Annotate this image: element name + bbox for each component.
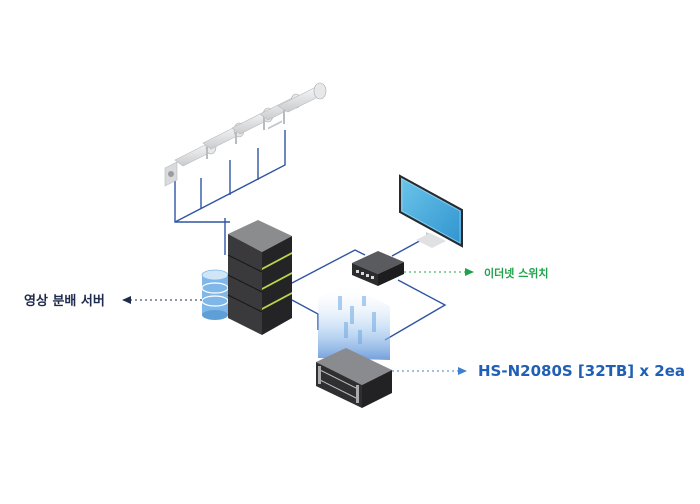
server-rack-icon <box>227 120 292 335</box>
arrow-icon <box>404 268 474 276</box>
network-switch-icon <box>352 251 404 286</box>
nas-storage-icon <box>316 348 392 408</box>
arrow-icon <box>392 367 467 375</box>
storage-glow <box>318 284 390 360</box>
ethernet-switch-label: 이더넷 스위치 <box>484 267 549 280</box>
arrow-icon <box>122 296 202 304</box>
server-to-storage-line <box>291 299 319 330</box>
cctv-camera-group <box>164 82 327 187</box>
camera-trunk-line <box>174 130 286 223</box>
storage-label: HS-N2080S [32TB] x 2ea <box>478 362 686 380</box>
video-server-label: 영상 분배 서버 <box>24 294 105 309</box>
server-to-switch-line <box>291 249 366 284</box>
monitor-icon <box>399 174 463 248</box>
switch-to-storage-line <box>384 279 447 341</box>
cctv-camera-icon <box>277 82 327 124</box>
database-icon <box>201 269 229 320</box>
